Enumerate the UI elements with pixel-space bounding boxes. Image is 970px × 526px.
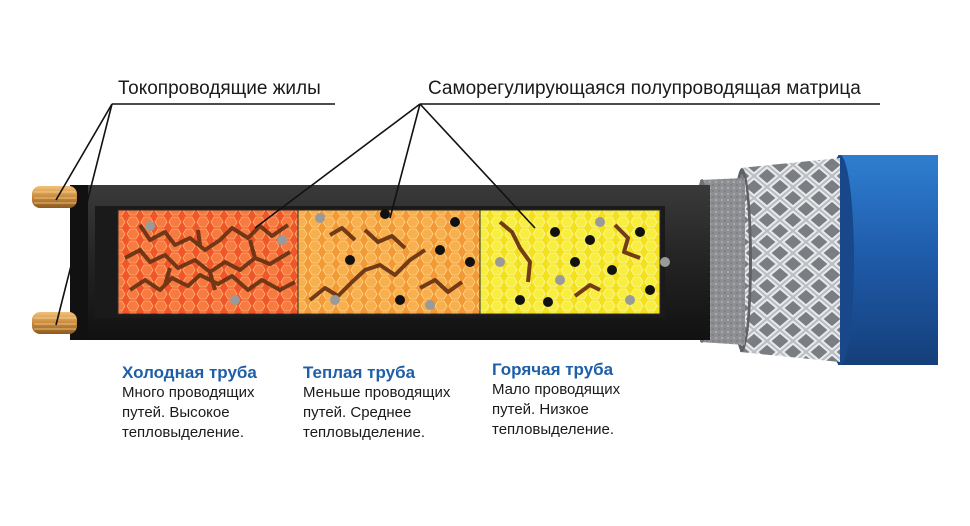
conductors-label: Токопроводящие жилы — [118, 78, 321, 99]
section-desc-line: тепловыделение. — [492, 421, 615, 438]
section-desc-line: путей. Высокое — [122, 404, 230, 421]
conductor-wires — [32, 186, 77, 334]
section-desc-line: путей. Среднее — [303, 404, 412, 421]
section-desc-line: тепловыделение. — [303, 424, 426, 441]
matrix-sections — [117, 209, 670, 315]
matrix-label: Саморегулирующаяся полупроводящая матриц… — [428, 78, 861, 99]
section-desc-line: путей. Низкое — [492, 401, 589, 418]
section-title: Теплая труба — [303, 363, 416, 382]
section-warm: Теплая труба Меньше проводящих путей. Ср… — [303, 363, 450, 443]
leader-lines — [55, 103, 880, 326]
section-hot: Горячая труба Мало проводящих путей. Низ… — [492, 360, 620, 440]
section-cold: Холодная труба Много проводящих путей. В… — [122, 363, 257, 443]
section-desc-line: Много проводящих — [122, 384, 255, 401]
section-title: Горячая труба — [492, 360, 614, 379]
metal-braid — [732, 158, 840, 362]
section-desc-line: тепловыделение. — [122, 424, 245, 441]
section-title: Холодная труба — [122, 363, 257, 382]
section-desc-line: Мало проводящих — [492, 381, 621, 398]
section-desc-line: Меньше проводящих — [303, 384, 451, 401]
outer-jacket — [826, 155, 938, 365]
